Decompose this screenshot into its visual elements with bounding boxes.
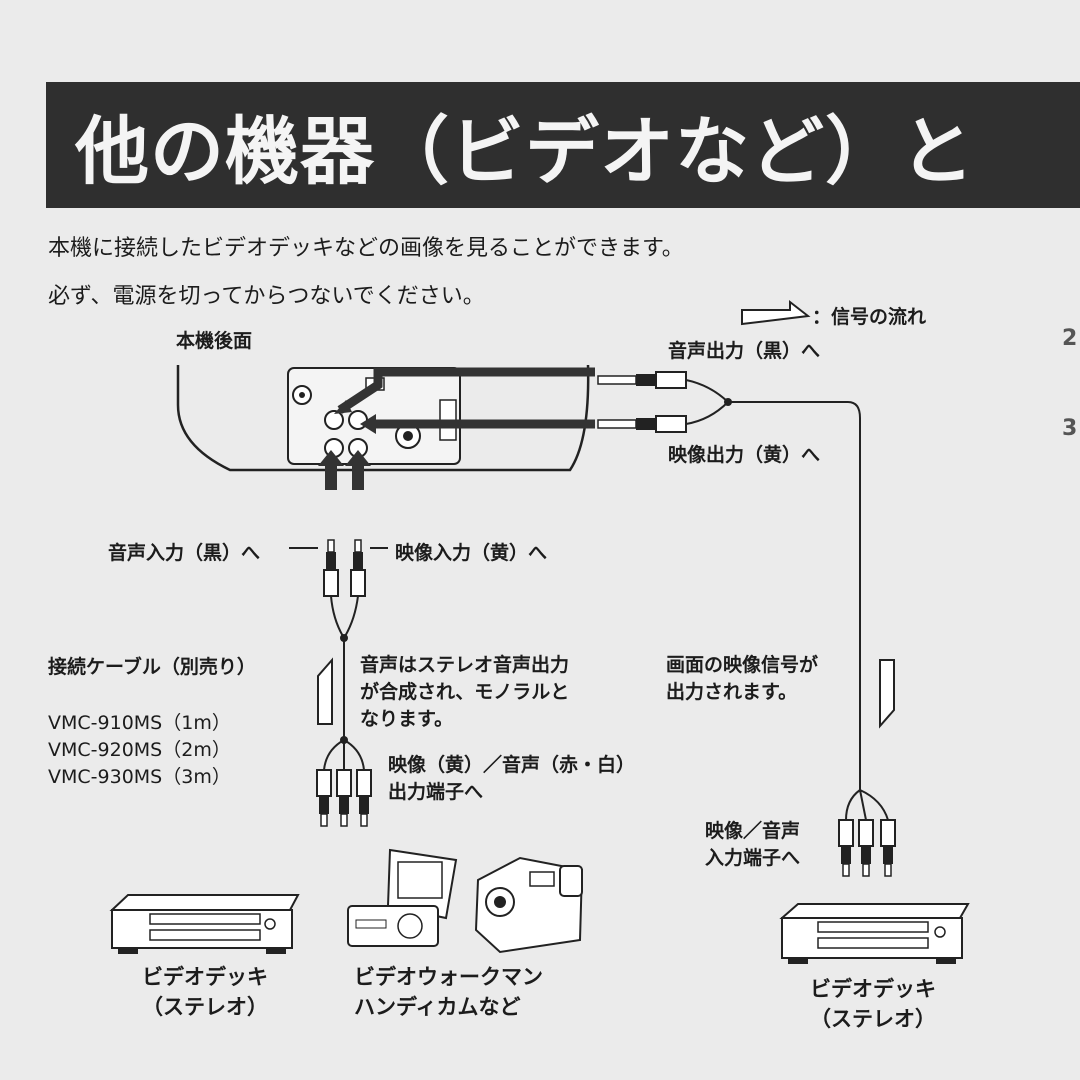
intro-line-1: 本機に接続したビデオデッキなどの画像を見ることができます。 [48,236,684,261]
video-walkman-icon [347,848,458,947]
video-in-plug [350,539,366,597]
audio-out-jack [324,410,344,430]
intro-line-2: 必ず、電源を切ってからつないでください。 [48,284,485,309]
edge-glyph-2: 2 [1062,326,1078,351]
audio-out-plug [597,371,687,389]
screen-note: 画面の映像信号が 出力されます。 [666,654,819,703]
label-video-in-yellow: 映像入力（黄）へ [395,542,548,564]
stereo-note: 音声はステレオ音声出力 が合成され、モノラルと なります。 [360,654,570,730]
page-title: 他の機器（ビデオなど）と [75,109,975,195]
label-video-out-yellow: 映像出力（黄）へ [668,444,821,466]
label-cable: 接続ケーブル（別売り） [48,656,256,678]
vcr-left-icon [109,894,300,954]
tv-rear-outline [176,364,590,472]
handycam-icon [474,856,584,954]
legend-signal-flow: ：信号の流れ [812,306,927,328]
input-terminal-note: 映像／音声 入力端子へ [705,820,801,869]
caption-deck-right: ビデオデッキ （ステレオ） [810,977,936,1031]
vcr-right-icon [779,903,970,964]
title-bar [46,82,1080,208]
model-list: VMC-910MS（1m） VMC-920MS（2m） VMC-930MS（3m… [48,712,231,788]
signal-flow-arrow-icon [741,299,811,326]
label-audio-out-black: 音声出力（黒）へ [668,340,821,362]
cable-right [728,401,861,790]
down-flow-arrow-icon [879,659,895,729]
output-terminal-note: 映像（黄）／音声（赤・白） 出力端子へ [388,754,636,803]
caption-deck-left: ビデオデッキ （ステレオ） [142,965,268,1019]
video-out-plug [597,415,687,433]
label-rear-panel: 本機後面 [176,330,253,352]
up-flow-arrow-icon [317,657,333,725]
edge-glyph-3: 3 [1062,416,1078,441]
audio-in-plug [323,539,339,597]
label-audio-in-black: 音声入力（黒）へ [108,542,261,564]
caption-walkman: ビデオウォークマン ハンディカムなど [354,965,543,1019]
